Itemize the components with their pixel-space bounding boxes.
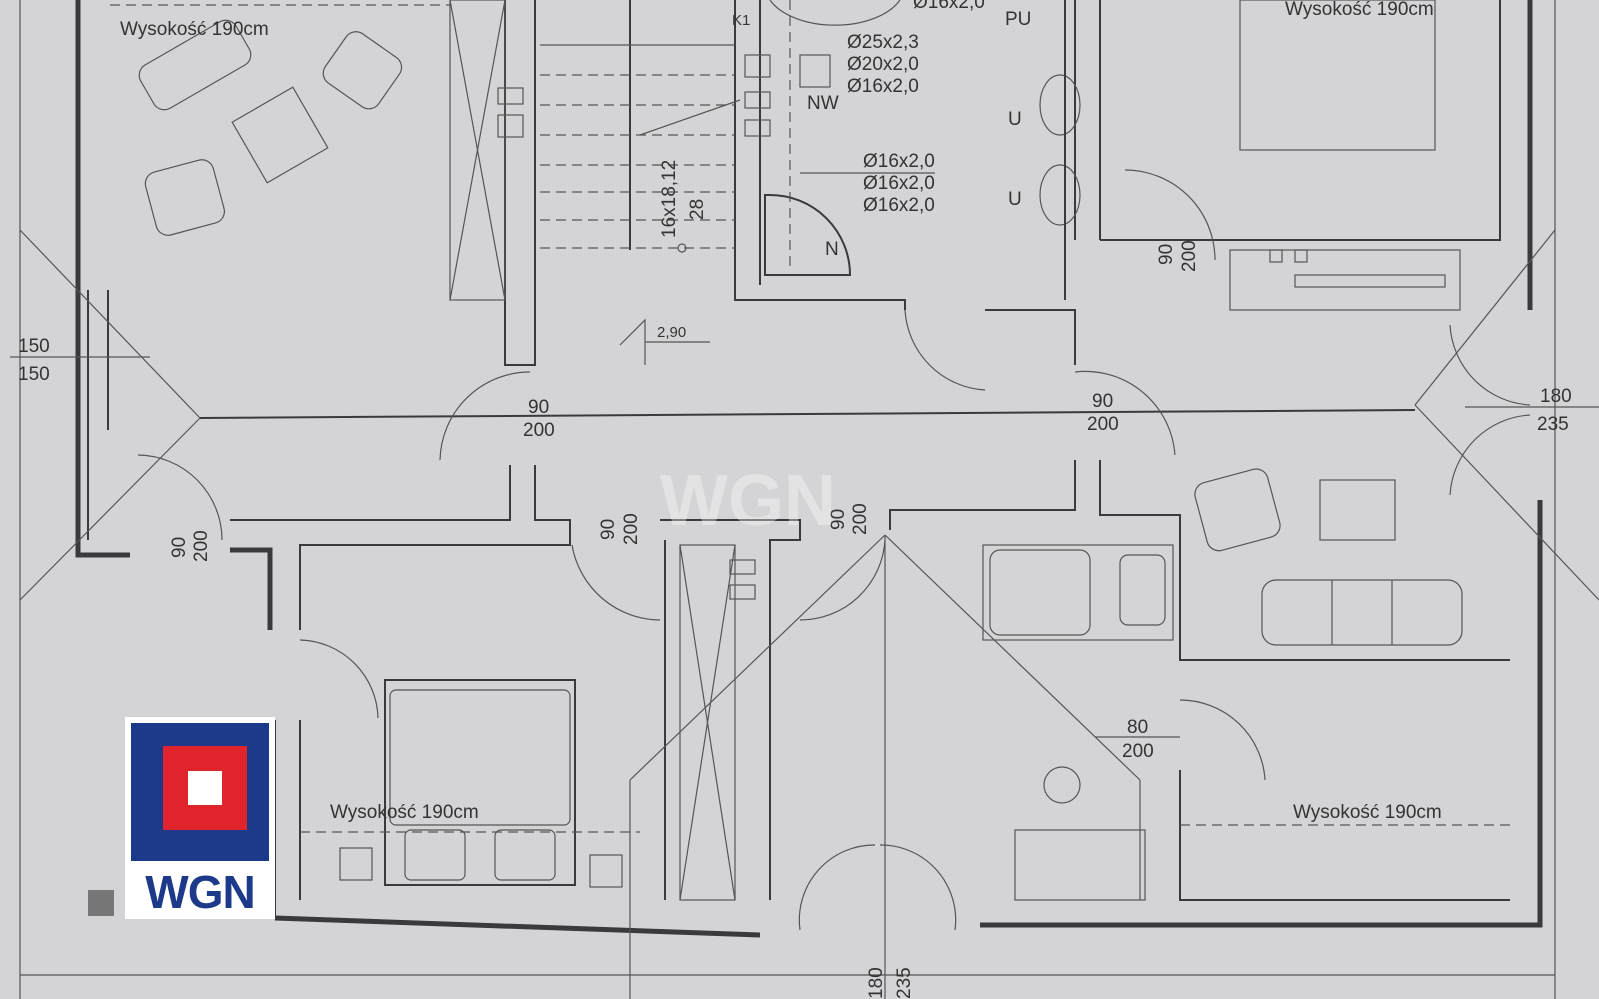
svg-text:150: 150 xyxy=(18,364,50,385)
svg-text:80: 80 xyxy=(1127,717,1148,738)
interior-walls xyxy=(199,0,1510,918)
opening-dimension: 90 200 xyxy=(169,530,212,562)
nw-label: NW xyxy=(807,93,839,114)
opening-dimension: 90 200 xyxy=(1156,240,1200,272)
pipe-label: Ø16x2,0 xyxy=(863,195,935,216)
svg-text:90: 90 xyxy=(598,519,619,540)
svg-text:90: 90 xyxy=(828,509,849,530)
svg-text:90: 90 xyxy=(1156,244,1177,265)
svg-text:200: 200 xyxy=(523,420,555,441)
roof-lines xyxy=(19,229,1599,999)
svg-text:90: 90 xyxy=(1092,391,1113,412)
opening-dimension: 90 200 xyxy=(1087,391,1119,435)
height-lines xyxy=(110,4,1510,833)
opening-dimension: 180 235 xyxy=(866,967,915,999)
opening-dimension: 90 200 xyxy=(828,503,871,535)
svg-text:2,90: 2,90 xyxy=(657,324,686,341)
stairs-steps-label: 16x18,12 xyxy=(659,160,680,238)
opening-dimension: 80 200 xyxy=(1095,717,1180,762)
svg-text:150: 150 xyxy=(18,336,50,357)
height-label: Wysokość 190cm xyxy=(330,802,479,823)
svg-text:180: 180 xyxy=(866,967,887,999)
height-label: Wysokość 190cm xyxy=(120,19,269,40)
stairs-depth-label: 28 xyxy=(687,199,708,220)
opening-dimension: 150 150 xyxy=(10,336,150,385)
svg-text:200: 200 xyxy=(1179,240,1200,272)
wgn-logo: WGN xyxy=(125,717,275,919)
bathroom-fixtures xyxy=(497,0,1081,600)
outer-walls xyxy=(19,0,1556,999)
svg-text:180: 180 xyxy=(1540,386,1572,407)
pipe-label: Ø16x2,0 xyxy=(847,76,919,97)
svg-text:235: 235 xyxy=(1537,414,1569,435)
opening-dimension: 90 200 xyxy=(598,513,642,545)
pipe-label: Ø25x2,3 xyxy=(847,32,919,53)
svg-text:200: 200 xyxy=(1087,414,1119,435)
level-marker: 2,90 xyxy=(619,318,710,365)
svg-text:235: 235 xyxy=(894,967,915,999)
n-label: N xyxy=(825,239,839,260)
height-label: Wysokość 190cm xyxy=(1293,802,1442,823)
u-label: U xyxy=(1008,109,1022,130)
pipe-label: Ø16x2,0 xyxy=(863,151,935,172)
svg-text:200: 200 xyxy=(1122,741,1154,762)
opening-dimension: 90 200 xyxy=(523,397,555,441)
opening-dimension: 180 235 xyxy=(1465,386,1599,435)
pipe-label: Ø20x2,0 xyxy=(847,54,919,75)
stairs xyxy=(449,0,741,901)
watermark: WGN xyxy=(660,461,836,541)
logo-mark xyxy=(131,723,269,861)
logo-text: WGN xyxy=(145,866,255,918)
u-label: U xyxy=(1008,189,1022,210)
svg-text:90: 90 xyxy=(169,537,190,558)
svg-text:90: 90 xyxy=(528,397,549,418)
svg-text:200: 200 xyxy=(191,530,212,562)
height-label: Wysokość 190cm xyxy=(1285,0,1434,20)
svg-text:200: 200 xyxy=(850,503,871,535)
pipe-label: Ø16x2,0 xyxy=(913,0,985,13)
furniture xyxy=(88,0,1463,916)
pu-label: PU xyxy=(1005,9,1031,30)
pipe-label: Ø16x2,0 xyxy=(863,173,935,194)
door-swings xyxy=(137,169,1531,931)
svg-text:200: 200 xyxy=(621,513,642,545)
k1-label: K1 xyxy=(732,12,750,29)
